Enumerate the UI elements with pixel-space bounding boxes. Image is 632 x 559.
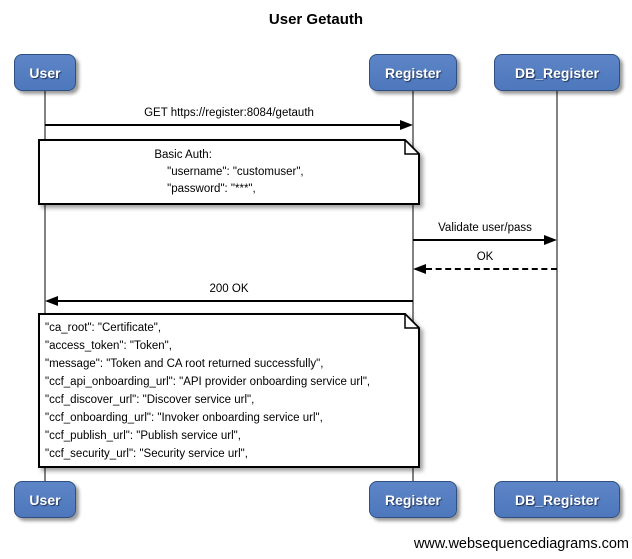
- message-line-ok: [426, 268, 557, 270]
- actor-label: Register: [384, 64, 442, 81]
- actor-top-db-register: DB_Register: [494, 54, 620, 91]
- note-outline: [38, 139, 420, 205]
- note-text-block: Basic Auth: "username": "customuser", "p…: [154, 147, 303, 198]
- actor-bottom-register: Register: [369, 481, 457, 518]
- actor-label: User: [29, 64, 61, 81]
- note-line: "username": "customuser",: [154, 165, 304, 178]
- message-line-200-ok: [58, 300, 413, 302]
- arrowhead-left-icon: [45, 296, 58, 306]
- arrowhead-right-icon: [544, 235, 557, 245]
- actor-bottom-db-register: DB_Register: [494, 481, 620, 518]
- message-label-ok: OK: [476, 251, 494, 263]
- note-line: "ca_root": "Certificate",: [45, 321, 162, 334]
- note-response-body: "ca_root": "Certificate", "access_token"…: [38, 313, 420, 468]
- note-basic-auth: Basic Auth: "username": "customuser", "p…: [38, 139, 420, 205]
- lifeline-db-register: [556, 90, 558, 482]
- message-line-validate: [413, 239, 544, 241]
- arrowhead-left-icon: [413, 264, 426, 274]
- note-line: Basic Auth:: [154, 148, 212, 161]
- note-line: "ccf_api_onboarding_url": "API provider …: [45, 375, 371, 388]
- lifeline-register: [412, 90, 414, 482]
- note-line: "ccf_onboarding_url": "Invoker onboardin…: [45, 411, 323, 424]
- actor-label: User: [29, 491, 61, 508]
- note-line: "message": "Token and CA root returned s…: [45, 357, 324, 370]
- actor-label: DB_Register: [514, 64, 600, 81]
- message-label-validate: Validate user/pass: [438, 222, 532, 234]
- message-line-get-getauth: [45, 124, 401, 126]
- arrowhead-right-icon: [400, 120, 413, 130]
- note-line: "ccf_publish_url": "Publish service url"…: [45, 429, 241, 442]
- actor-label: Register: [384, 491, 442, 508]
- note-line: "ccf_security_url": "Security service ur…: [45, 447, 248, 460]
- actor-top-register: Register: [369, 54, 457, 91]
- message-label-200-ok: 200 OK: [209, 283, 249, 295]
- message-label-get-getauth: GET https://register:8084/getauth: [144, 107, 314, 119]
- lifeline-user: [44, 90, 46, 482]
- note-fold-corner-icon: [404, 313, 420, 329]
- note-outline: [38, 313, 420, 468]
- note-line: "access_token": "Token",: [45, 339, 172, 352]
- actor-label: DB_Register: [514, 491, 600, 508]
- diagram-title: User Getauth: [268, 11, 364, 28]
- note-line: "password": "***",: [154, 182, 256, 195]
- actor-top-user: User: [14, 54, 76, 91]
- watermark-websequencediagrams: www.websequencediagrams.com: [413, 536, 629, 552]
- actor-bottom-user: User: [14, 481, 76, 518]
- note-line: "ccf_discover_url": "Discover service ur…: [45, 393, 255, 406]
- note-fold-corner-icon: [404, 139, 420, 155]
